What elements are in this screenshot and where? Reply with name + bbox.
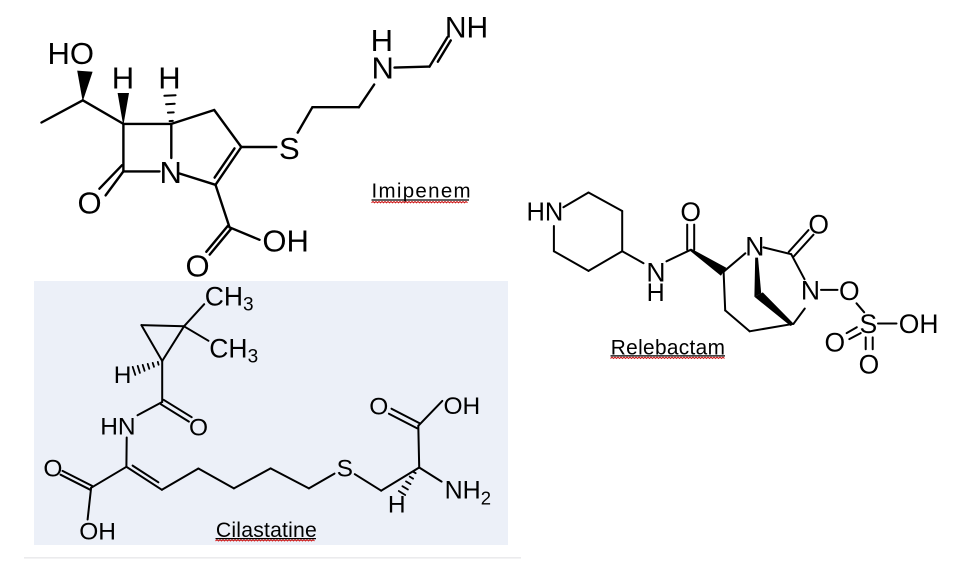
svg-text:H: H [158,60,180,95]
svg-text:O: O [859,350,880,380]
svg-text:Relebactam: Relebactam [611,337,725,360]
svg-text:O: O [43,456,62,483]
svg-text:Cilastatine: Cilastatine [216,519,317,542]
svg-text:H: H [647,279,665,307]
svg-text:NH: NH [445,11,488,44]
svg-text:H: H [388,492,406,519]
svg-text:O: O [839,276,860,306]
svg-text:O: O [824,327,845,357]
svg-text:S: S [337,455,353,482]
svg-text:O: O [808,210,829,240]
svg-text:N: N [160,155,182,190]
svg-text:S: S [860,309,878,339]
svg-text:N: N [372,51,394,86]
svg-text:HN: HN [526,199,563,227]
svg-text:H: H [371,23,393,58]
svg-text:O: O [369,394,388,421]
svg-text:Imipenem: Imipenem [372,180,472,203]
svg-text:OH: OH [899,309,939,339]
svg-text:H: H [112,60,134,95]
svg-text:O: O [78,186,102,221]
svg-text:HN: HN [100,414,135,441]
svg-text:N: N [646,257,665,287]
svg-text:HO: HO [48,36,95,71]
svg-text:O: O [186,248,210,283]
svg-text:N: N [801,276,820,306]
svg-text:OH: OH [262,223,309,258]
svg-text:OH: OH [444,393,481,420]
svg-text:O: O [189,415,208,442]
svg-text:N: N [745,231,764,261]
svg-text:H: H [114,362,132,389]
svg-text:O: O [680,197,701,227]
svg-text:OH: OH [79,519,116,546]
svg-text:S: S [279,131,300,166]
